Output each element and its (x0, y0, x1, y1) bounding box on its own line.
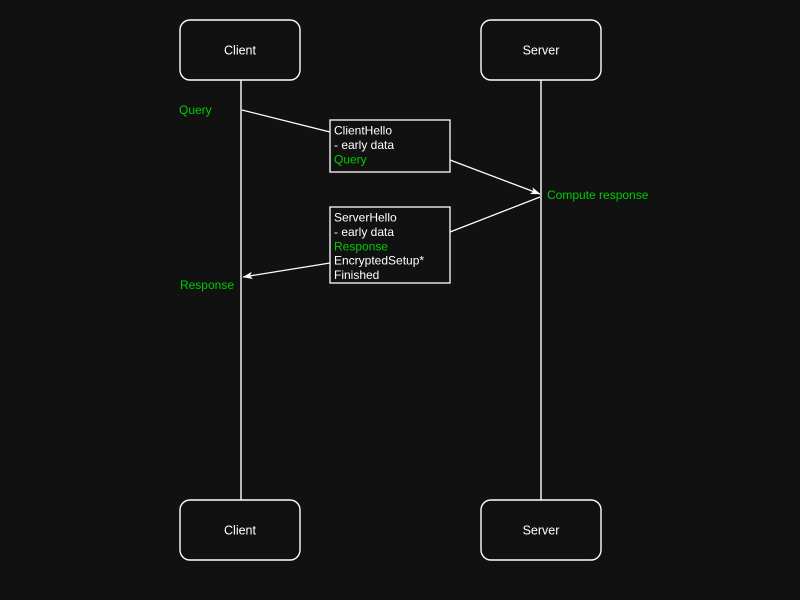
message-line-note-to-server-query (449, 159, 541, 195)
actor-box-client-top[interactable]: Client (179, 19, 301, 81)
notes-layer: ClientHello- early dataQueryServerHello-… (329, 119, 451, 284)
message-line-note-to-client-response (242, 262, 331, 280)
message-line-client-to-note-query (241, 109, 331, 133)
actor-box-outline-server-top (480, 19, 602, 81)
actor-box-outline-client-top (179, 19, 301, 81)
actor-box-outline-client-bottom (179, 499, 301, 561)
note-line-server-hello-1: - early data (334, 225, 394, 239)
note-line-server-hello-0: ServerHello (334, 211, 397, 225)
edge-label-query: Query (179, 103, 212, 117)
edge-label-response: Response (180, 278, 234, 292)
note-line-client-hello-0: ClientHello (334, 124, 392, 138)
actor-label-server-top: Server (523, 44, 560, 58)
note-server-hello[interactable]: ServerHello- early dataResponseEncrypted… (329, 206, 451, 284)
edge-label-compute-response: Compute response (547, 188, 649, 202)
note-line-client-hello-2: Query (334, 152, 367, 166)
note-line-server-hello-4: Finished (334, 268, 379, 282)
note-box-client-hello (329, 119, 451, 173)
actor-label-client-bottom: Client (224, 524, 256, 538)
actor-box-server-bottom[interactable]: Server (480, 499, 602, 561)
messages-layer (241, 109, 541, 280)
actor-box-server-top[interactable]: Server (480, 19, 602, 81)
note-line-server-hello-2: Response (334, 239, 388, 253)
message-line-server-to-note-response (449, 196, 541, 233)
note-line-server-hello-3: EncryptedSetup* (334, 254, 424, 268)
actor-label-server-bottom: Server (523, 524, 560, 538)
actor-box-outline-server-bottom (480, 499, 602, 561)
actor-label-client-top: Client (224, 44, 256, 58)
note-line-client-hello-1: - early data (334, 138, 394, 152)
note-box-server-hello (329, 206, 451, 284)
actor-box-client-bottom[interactable]: Client (179, 499, 301, 561)
